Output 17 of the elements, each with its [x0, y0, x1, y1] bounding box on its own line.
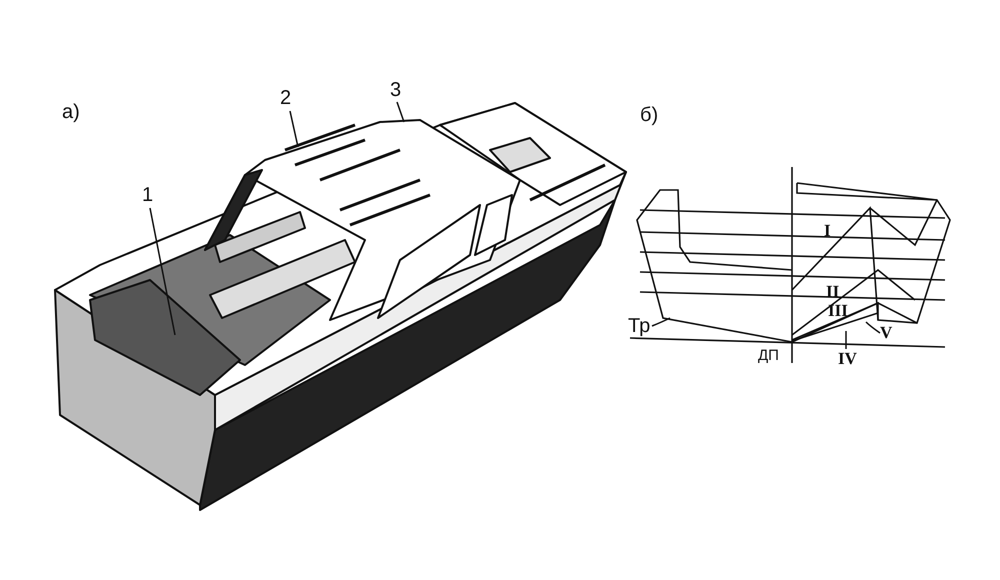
leader-line: [865, 321, 880, 334]
callout-number: IV: [838, 350, 857, 367]
station-numeral: III: [828, 302, 848, 319]
callout-number: 2: [280, 88, 292, 108]
axis-label: ДП: [758, 348, 779, 363]
leader-line: [652, 317, 670, 327]
panel-label: а): [62, 102, 80, 122]
callout-number: 3: [390, 80, 402, 100]
leader-line: [845, 331, 847, 349]
callout-number: V: [880, 324, 892, 341]
leader-line: [396, 102, 405, 122]
panel-label: б): [640, 105, 658, 125]
leader-line: [149, 208, 176, 336]
station-numeral: I: [824, 222, 831, 239]
leader-line: [289, 110, 299, 148]
callout-number: 1: [142, 185, 154, 205]
callout-number: Тр: [628, 316, 650, 336]
